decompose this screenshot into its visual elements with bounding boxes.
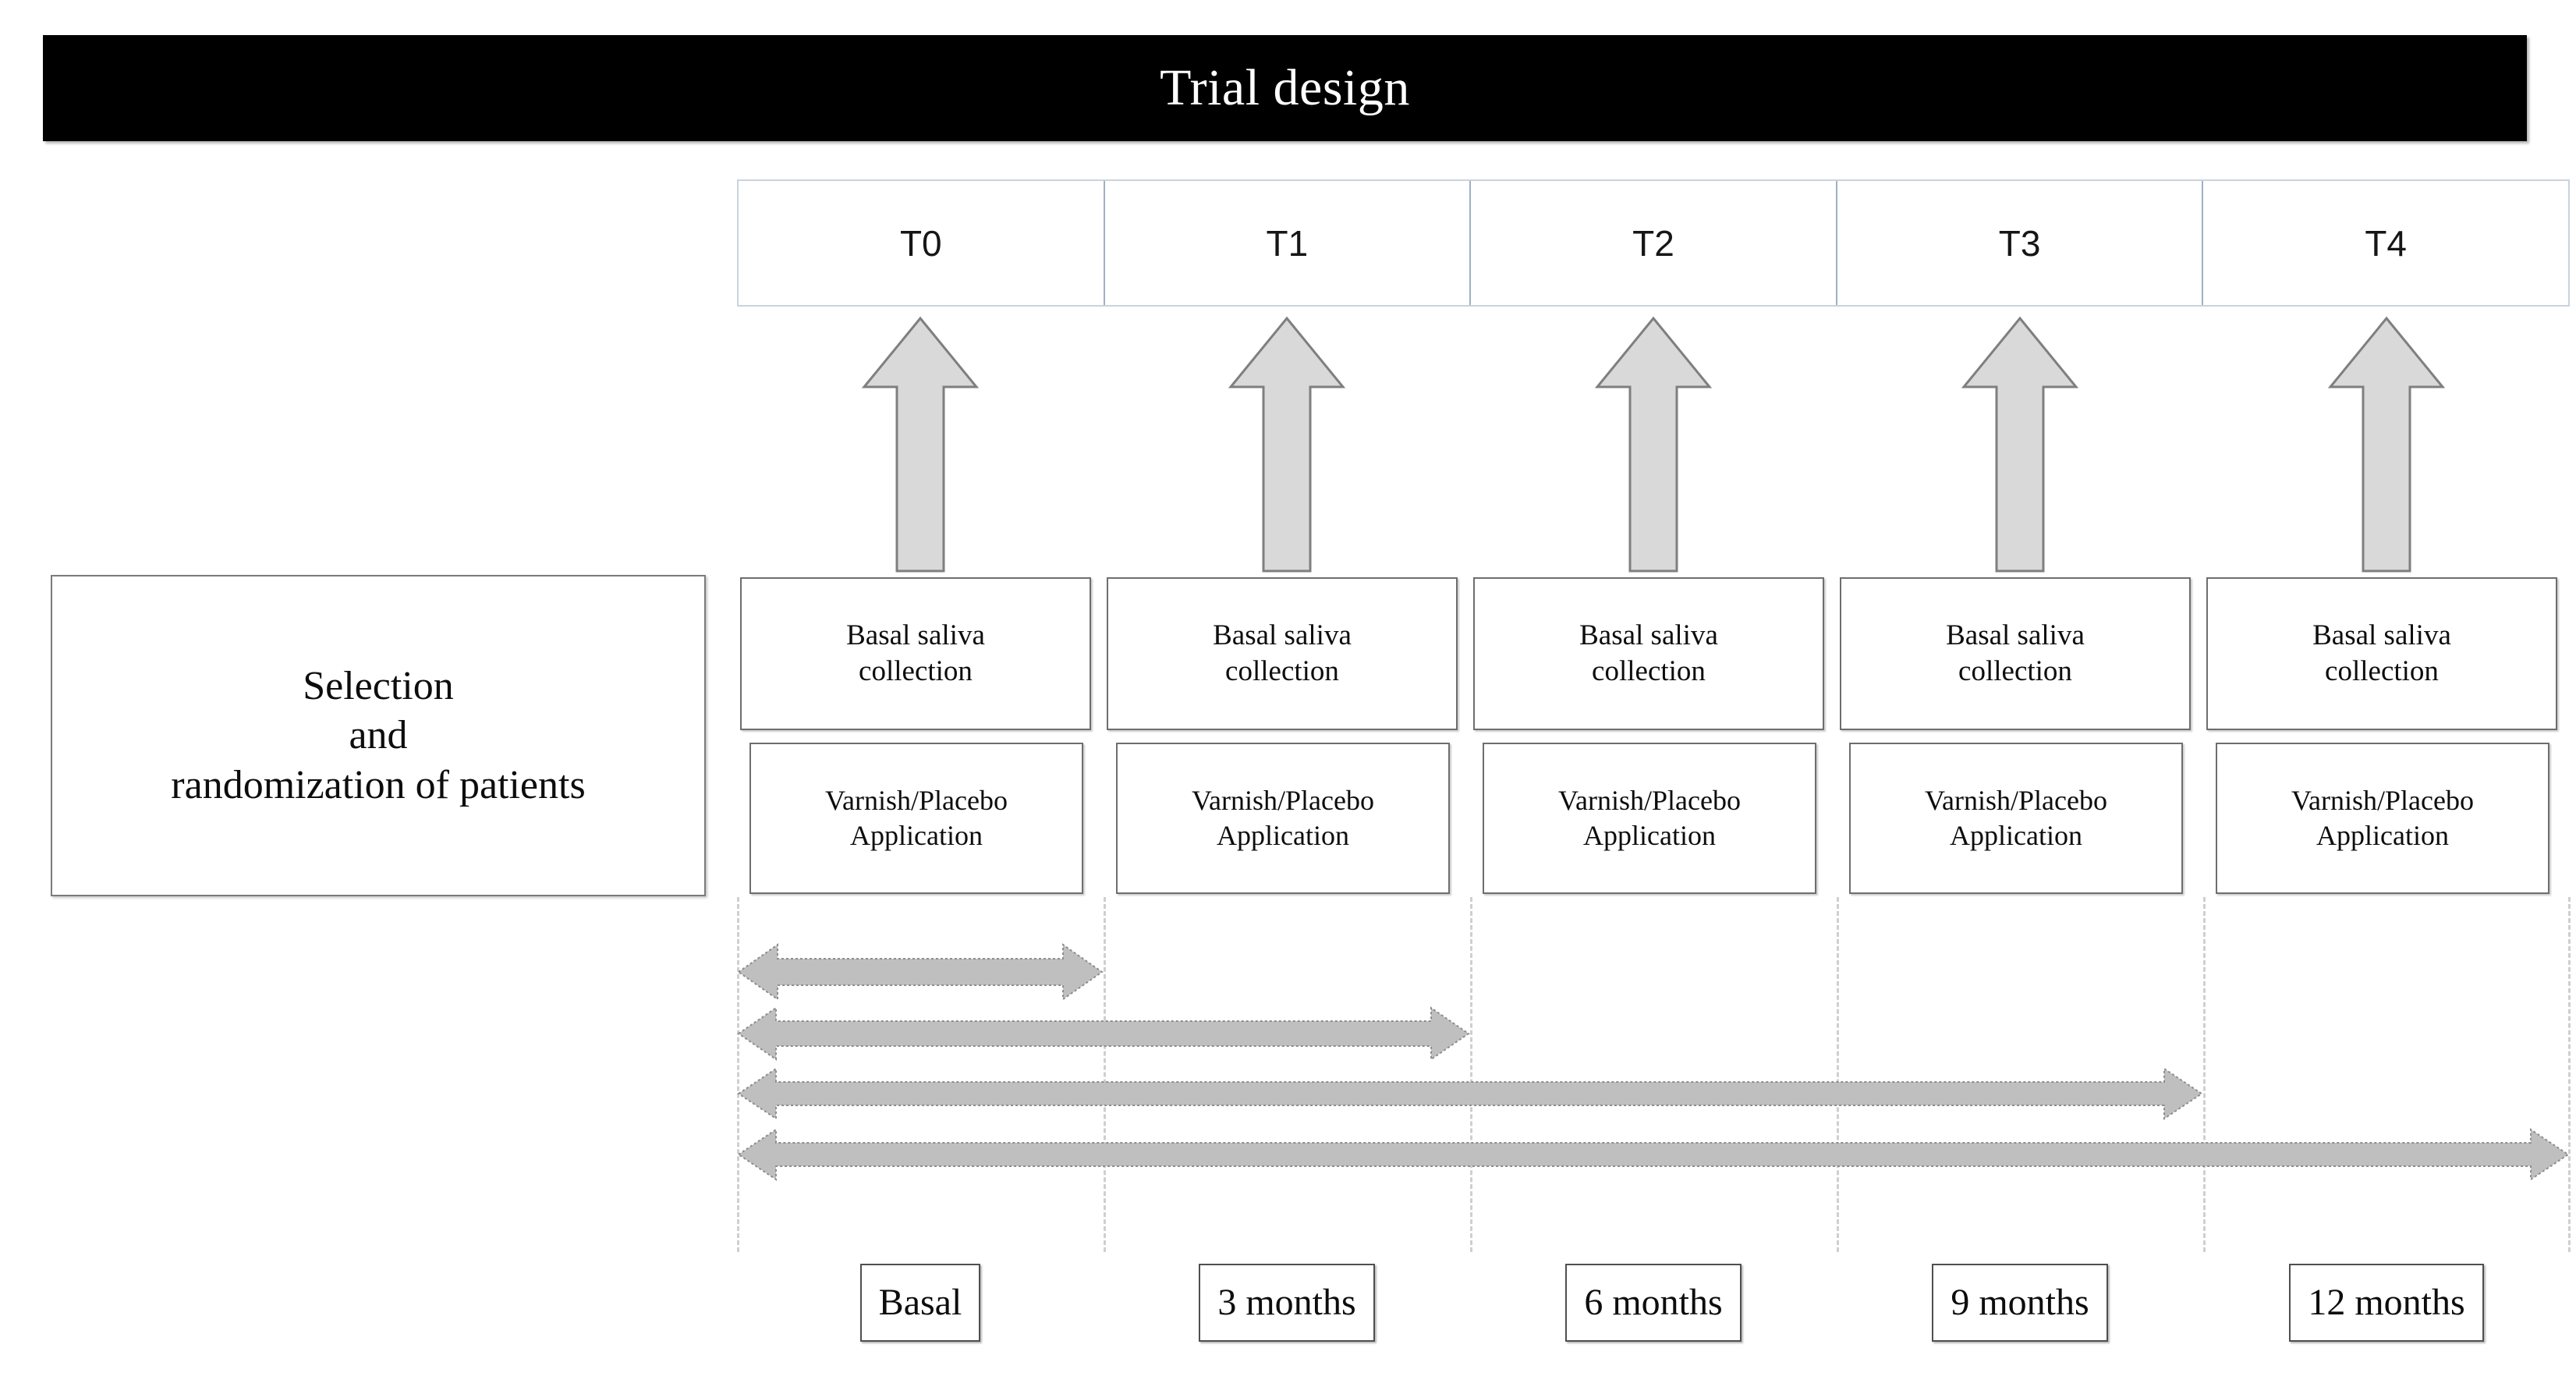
interval-arrow-12-months <box>737 1128 2570 1181</box>
interval-arrow-6-months <box>737 1006 1470 1061</box>
saliva-collection-label: Basal saliva collection <box>1946 619 2085 687</box>
arrow-up-icon <box>2327 316 2446 573</box>
time-box-3-months: 3 months <box>1199 1264 1375 1342</box>
selection-randomization-text: Selection and randomization of patients <box>171 663 586 807</box>
guide-line-t1 <box>1104 897 1106 1252</box>
saliva-collection-label: Basal saliva collection <box>1213 619 1352 687</box>
saliva-collection-box: Basal saliva collection <box>1107 577 1458 730</box>
time-label-row: Basal 3 months 6 months 9 months 12 mont… <box>737 1262 2570 1343</box>
page-title: Trial design <box>1160 59 1410 116</box>
varnish-application-label: Varnish/Placebo Application <box>1925 785 2107 851</box>
timepoint-cell-t2: T2 <box>1471 181 1837 305</box>
time-box-6-months: 6 months <box>1565 1264 1742 1342</box>
varnish-application-label: Varnish/Placebo Application <box>2291 785 2474 851</box>
procedure-column-t3: Basal saliva collection Varnish/Placebo … <box>1837 575 2203 896</box>
varnish-application-box: Varnish/Placebo Application <box>1116 743 1450 894</box>
time-box-12-months: 12 months <box>2289 1264 2484 1342</box>
time-slot-9-months: 9 months <box>1837 1262 2203 1343</box>
varnish-application-box: Varnish/Placebo Application <box>1483 743 1816 894</box>
up-arrow-slot-t1 <box>1104 310 1470 574</box>
up-arrow-row <box>737 310 2570 574</box>
varnish-application-box: Varnish/Placebo Application <box>749 743 1083 894</box>
time-slot-3-months: 3 months <box>1104 1262 1470 1343</box>
saliva-collection-box: Basal saliva collection <box>2206 577 2557 730</box>
up-arrow-slot-t3 <box>1837 310 2203 574</box>
guide-line-end <box>2568 897 2571 1252</box>
timepoint-label-t4: T4 <box>2365 222 2408 264</box>
procedure-column-t2: Basal saliva collection Varnish/Placebo … <box>1470 575 1837 896</box>
varnish-application-box: Varnish/Placebo Application <box>1849 743 2183 894</box>
up-arrow-slot-t4 <box>2203 310 2570 574</box>
saliva-collection-label: Basal saliva collection <box>1579 619 1718 687</box>
time-label-3-months: 3 months <box>1217 1282 1356 1323</box>
selection-randomization-box: Selection and randomization of patients <box>51 575 706 896</box>
timepoint-label-t0: T0 <box>899 222 942 264</box>
varnish-application-box: Varnish/Placebo Application <box>2216 743 2549 894</box>
guide-line-t4 <box>2203 897 2206 1252</box>
timepoint-cell-t0: T0 <box>739 181 1105 305</box>
timepoint-cell-t3: T3 <box>1837 181 2204 305</box>
interval-arrow-group <box>0 897 2576 1252</box>
guide-line-t0 <box>737 897 739 1252</box>
procedure-column-t4: Basal saliva collection Varnish/Placebo … <box>2203 575 2570 896</box>
timepoint-cell-t1: T1 <box>1105 181 1472 305</box>
timepoint-label-t2: T2 <box>1632 222 1674 264</box>
interval-arrow-9-months <box>737 1067 2203 1120</box>
timepoint-header-table: T0 T1 T2 T3 T4 <box>737 179 2570 307</box>
arrow-up-icon <box>1228 316 1346 573</box>
varnish-application-label: Varnish/Placebo Application <box>1558 785 1741 851</box>
timeline-guide-lines <box>0 897 2576 1252</box>
timepoint-label-t1: T1 <box>1266 222 1309 264</box>
up-arrow-slot-t2 <box>1470 310 1837 574</box>
time-slot-6-months: 6 months <box>1470 1262 1837 1343</box>
arrow-up-icon <box>861 316 980 573</box>
up-arrow-slot-t0 <box>737 310 1104 574</box>
time-slot-basal: Basal <box>737 1262 1104 1343</box>
saliva-collection-label: Basal saliva collection <box>2312 619 2451 687</box>
timepoint-label-t3: T3 <box>1998 222 2041 264</box>
saliva-collection-box: Basal saliva collection <box>1840 577 2191 730</box>
time-box-9-months: 9 months <box>1932 1264 2108 1342</box>
guide-line-t3 <box>1837 897 1839 1252</box>
time-label-6-months: 6 months <box>1584 1282 1723 1323</box>
timepoint-cell-t4: T4 <box>2203 181 2570 305</box>
time-box-basal: Basal <box>859 1264 981 1342</box>
time-label-12-months: 12 months <box>2308 1282 2465 1323</box>
procedure-column-t1: Basal saliva collection Varnish/Placebo … <box>1104 575 1470 896</box>
title-banner: Trial design <box>43 35 2527 141</box>
saliva-collection-box: Basal saliva collection <box>740 577 1091 730</box>
time-slot-12-months: 12 months <box>2203 1262 2570 1343</box>
procedure-column-row: Basal saliva collection Varnish/Placebo … <box>737 575 2570 896</box>
varnish-application-label: Varnish/Placebo Application <box>1192 785 1374 851</box>
arrow-up-icon <box>1594 316 1713 573</box>
interval-arrow-3-months <box>737 943 1104 1001</box>
time-label-basal: Basal <box>878 1282 962 1323</box>
saliva-collection-label: Basal saliva collection <box>846 619 985 687</box>
varnish-application-label: Varnish/Placebo Application <box>825 785 1008 851</box>
arrow-up-icon <box>1961 316 2079 573</box>
guide-line-t2 <box>1470 897 1472 1252</box>
time-label-9-months: 9 months <box>1951 1282 2089 1323</box>
saliva-collection-box: Basal saliva collection <box>1473 577 1824 730</box>
procedure-column-t0: Basal saliva collection Varnish/Placebo … <box>737 575 1104 896</box>
